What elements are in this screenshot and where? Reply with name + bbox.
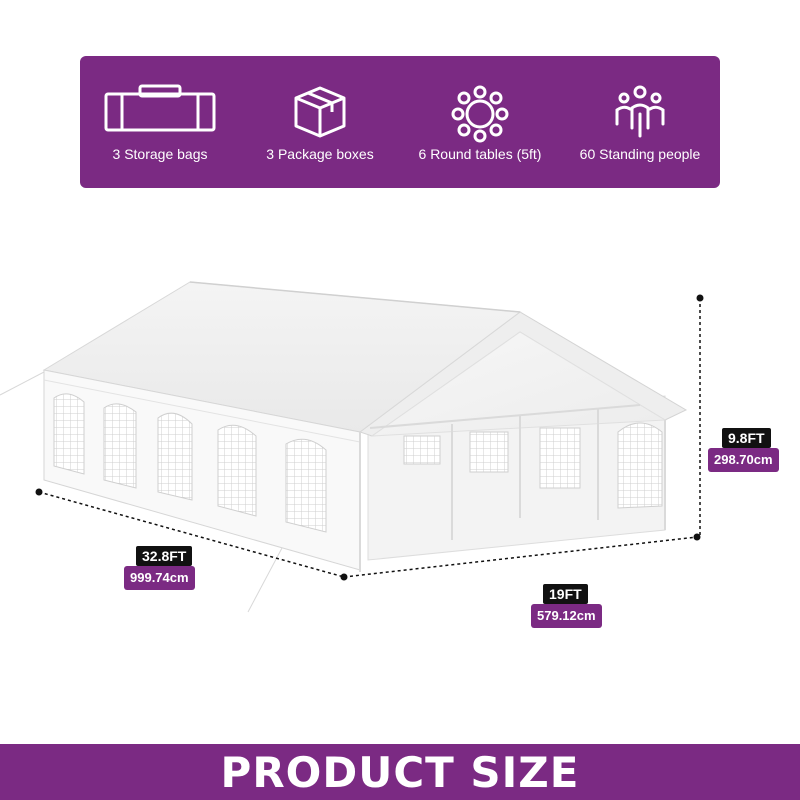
feature-label: 3 Storage bags	[112, 146, 208, 162]
package-box-icon	[294, 86, 346, 138]
storage-bag-icon	[104, 84, 216, 132]
height-ft: 9.8FT	[722, 428, 771, 448]
feature-round-tables: 6 Round tables (5ft)	[400, 56, 560, 188]
footer-bar: PRODUCT SIZE	[0, 744, 800, 800]
dimension-lines	[38, 298, 701, 578]
standing-people-icon	[615, 85, 665, 138]
tent-illustration	[0, 281, 704, 613]
feature-package-boxes: 3 Package boxes	[240, 56, 400, 188]
feature-label: 6 Round tables (5ft)	[418, 146, 542, 162]
product-size-title: PRODUCT SIZE	[220, 747, 580, 797]
feature-standing-people: 60 Standing people	[560, 56, 720, 188]
feature-label: 3 Package boxes	[266, 146, 374, 162]
width-ft: 19FT	[543, 584, 588, 604]
feature-label: 60 Standing people	[579, 146, 701, 162]
height-dimension-label: 9.8FT 298.70cm	[708, 428, 779, 472]
length-ft: 32.8FT	[136, 546, 193, 566]
width-dimension-label: 19FT 579.12cm	[531, 584, 602, 628]
feature-storage-bags: 3 Storage bags	[80, 56, 240, 188]
width-cm: 579.12cm	[531, 604, 602, 628]
round-table-icon	[451, 85, 509, 143]
features-banner: 3 Storage bags 3 Package boxes 6 Round t…	[80, 56, 720, 188]
length-dimension-label: 32.8FT 999.74cm	[124, 546, 195, 590]
back-windows	[403, 422, 663, 509]
length-cm: 999.74cm	[124, 566, 195, 590]
side-windows	[53, 393, 327, 533]
height-cm: 298.70cm	[708, 448, 779, 472]
